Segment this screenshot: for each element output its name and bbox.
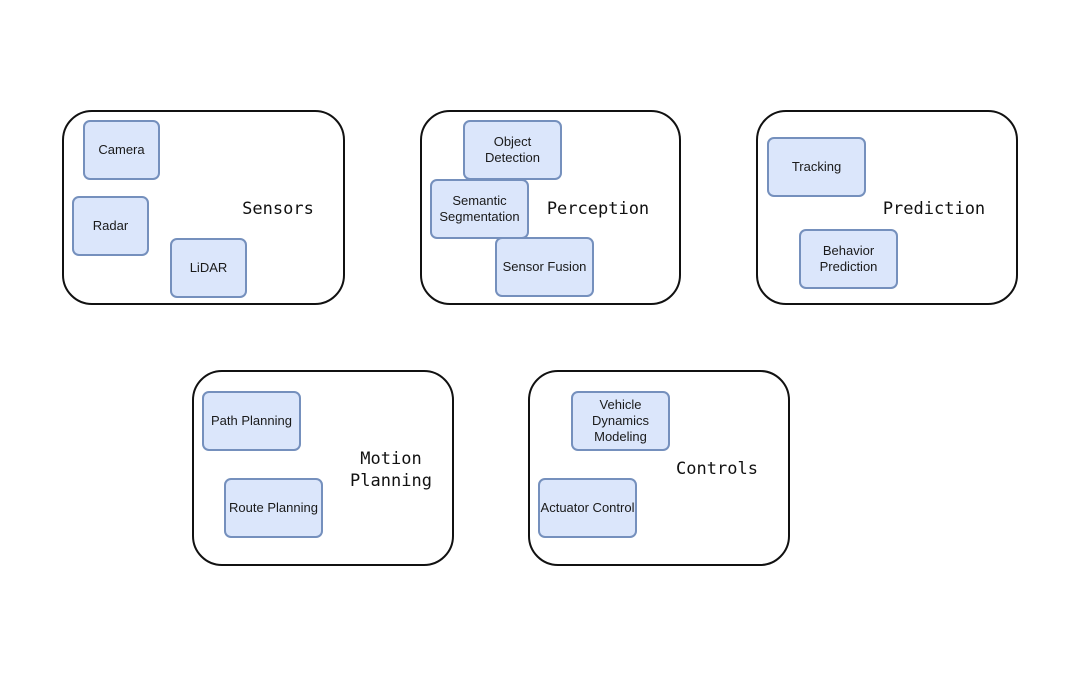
node-path-planning[interactable]: Path Planning bbox=[202, 391, 301, 451]
node-route-planning[interactable]: Route Planning bbox=[224, 478, 323, 538]
group-label-motion-planning: Motion Planning bbox=[350, 449, 432, 491]
node-sensor-fusion[interactable]: Sensor Fusion bbox=[495, 237, 594, 297]
node-semantic-segmentation[interactable]: Semantic Segmentation bbox=[430, 179, 529, 239]
node-actuator-control[interactable]: Actuator Control bbox=[538, 478, 637, 538]
node-radar[interactable]: Radar bbox=[72, 196, 149, 256]
node-object-detection[interactable]: Object Detection bbox=[463, 120, 562, 180]
group-label-sensors: Sensors bbox=[242, 199, 314, 219]
group-label-controls: Controls bbox=[676, 459, 758, 479]
node-camera[interactable]: Camera bbox=[83, 120, 160, 180]
node-vehicle-dynamics-modeling[interactable]: Vehicle Dynamics Modeling bbox=[571, 391, 670, 451]
node-lidar[interactable]: LiDAR bbox=[170, 238, 247, 298]
node-behavior-prediction[interactable]: Behavior Prediction bbox=[799, 229, 898, 289]
group-label-prediction: Prediction bbox=[882, 199, 986, 219]
group-label-perception: Perception bbox=[546, 199, 650, 219]
node-tracking[interactable]: Tracking bbox=[767, 137, 866, 197]
